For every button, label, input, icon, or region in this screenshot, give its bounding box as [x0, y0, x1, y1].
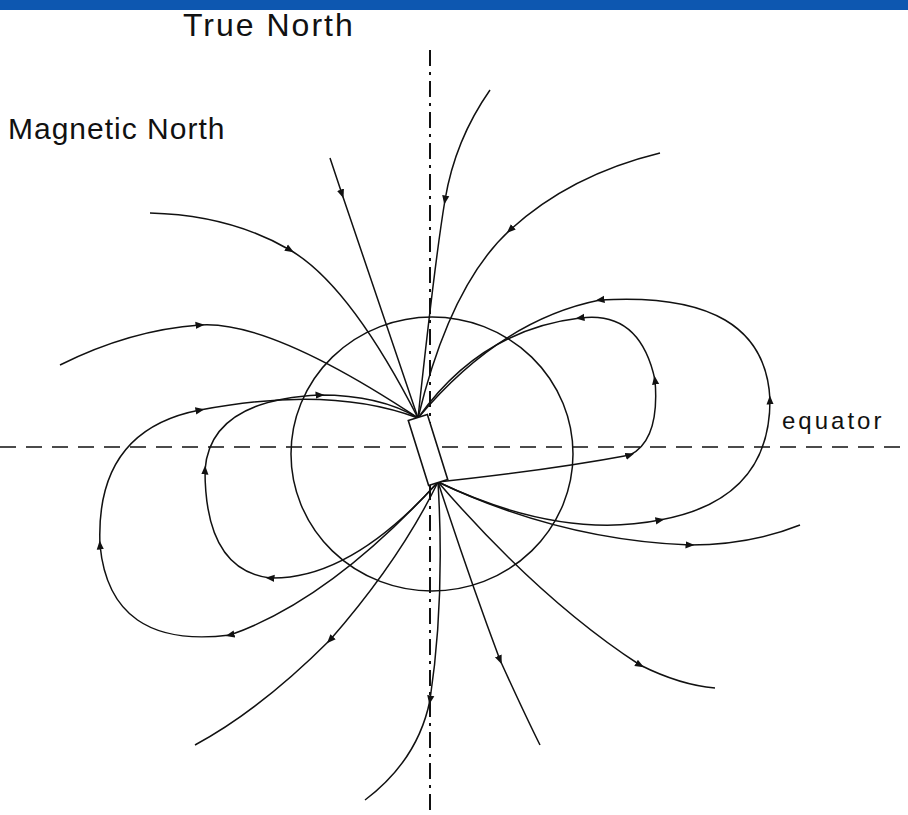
field-loop [205, 395, 438, 578]
field-line [438, 482, 715, 688]
diagram-label: True North [183, 8, 355, 43]
field-line [438, 482, 540, 745]
field-loop [418, 317, 656, 482]
top-band [0, 0, 908, 10]
field-line [365, 482, 440, 800]
field-loop [418, 299, 770, 525]
field-loop [100, 399, 438, 637]
earth-outline [291, 317, 573, 591]
bar-magnet [408, 415, 447, 486]
field-line [150, 213, 418, 418]
field-lines [60, 90, 800, 800]
magnetic-north-line [330, 158, 418, 418]
field-line [418, 90, 490, 418]
diagram-label: Magnetic North [8, 112, 225, 145]
equator-line [0, 446, 908, 448]
field-line [195, 482, 438, 745]
diagram-label: equator [782, 408, 884, 434]
field-line [438, 482, 800, 545]
